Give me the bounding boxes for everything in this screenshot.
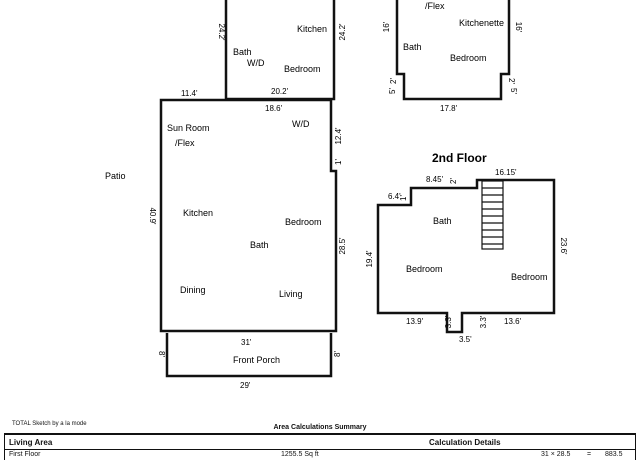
room-kitchenette: Kitchenette xyxy=(459,18,504,28)
dim-2f-top-small2: 1' xyxy=(399,195,408,201)
dim-main-right-step: 1' xyxy=(334,159,343,165)
room-front-porch: Front Porch xyxy=(233,355,280,365)
room-wd-main: W/D xyxy=(292,119,310,129)
second-floor-heading: 2nd Floor xyxy=(432,151,487,165)
room-bath-main: Bath xyxy=(250,240,269,250)
room-kitchen-ul: Kitchen xyxy=(297,24,327,34)
room-sun-room: Sun Room xyxy=(167,123,210,133)
unit-upper-right: /Flex Kitchenette Bath Bedroom 16' 16' 2… xyxy=(382,0,523,113)
room-bedroom-2f-right: Bedroom xyxy=(511,272,548,282)
room-bath-ur: Bath xyxy=(403,42,422,52)
dim-main-bottom: 31' xyxy=(241,338,252,347)
dim-ur-notch-right: 2' xyxy=(507,78,516,84)
dim-2f-top-small: 2' xyxy=(449,178,458,184)
dim-ur-left: 16' xyxy=(382,21,391,32)
room-bath-ul: Bath xyxy=(233,47,252,57)
room-patio: Patio xyxy=(105,171,126,181)
room-dining: Dining xyxy=(180,285,206,295)
dim-ur-notch-left-b: 5' xyxy=(388,88,397,94)
floor-plan-sketch: Kitchen Bath W/D Bedroom 24.2' 24.2' 20.… xyxy=(105,0,568,390)
row-result: 883.5 xyxy=(605,451,623,458)
room-flex-ur: /Flex xyxy=(425,1,445,11)
room-flex-main: /Flex xyxy=(175,138,195,148)
living-area-header: Living Area xyxy=(9,438,53,447)
summary-title: Area Calculations Summary xyxy=(273,424,367,431)
dim-main-right-upper: 12.4' xyxy=(334,127,343,145)
dim-ul-bottom: 20.2' xyxy=(271,87,289,96)
sketch-credit: TOTAL Sketch by a la mode xyxy=(12,421,87,427)
dim-ur-bottom: 17.8' xyxy=(440,104,458,113)
unit-upper-left: Kitchen Bath W/D Bedroom 24.2' 24.2' 20.… xyxy=(217,0,347,101)
dim-main-top: 18.6' xyxy=(265,104,283,113)
front-porch: Front Porch 8' 8' 29' xyxy=(157,333,342,390)
dim-ur-notch-right-b: 5' xyxy=(509,88,518,94)
dim-2f-right: 23.6' xyxy=(559,237,568,255)
room-living: Living xyxy=(279,289,303,299)
dim-2f-notch-bottom: 3.5' xyxy=(459,335,472,344)
room-bedroom-main: Bedroom xyxy=(285,217,322,227)
room-bedroom-ur: Bedroom xyxy=(450,53,487,63)
dim-main-left: 40.9' xyxy=(148,207,157,225)
room-wd-ul: W/D xyxy=(247,58,265,68)
calc-details-header: Calculation Details xyxy=(429,438,501,447)
dim-2f-bottom-right: 13.6' xyxy=(504,317,522,326)
table-divider xyxy=(5,449,635,450)
area-summary: TOTAL Sketch by a la mode Area Calculati… xyxy=(0,418,640,460)
row-floor-area: 1255.5 Sq ft xyxy=(281,451,319,458)
room-kitchen-main: Kitchen xyxy=(183,208,213,218)
dim-ur-notch-left: 2' xyxy=(389,78,398,84)
dim-ul-left: 24.2' xyxy=(217,23,226,41)
row-floor-name: First Floor xyxy=(9,451,41,458)
dim-2f-top-mid: 8.45' xyxy=(426,175,444,184)
row-equals: = xyxy=(587,451,592,458)
stairs xyxy=(481,180,504,250)
dim-porch-right: 8' xyxy=(333,351,342,357)
dim-main-right: 28.5' xyxy=(338,237,347,255)
dim-ul-right: 24.2' xyxy=(338,23,347,41)
unit-main: Sun Room /Flex W/D Patio Kitchen Bedroom… xyxy=(105,89,347,347)
dim-2f-notch-left: 3.3' xyxy=(444,315,453,328)
second-floor: 2nd Floor Bath Bedroom Bedroom 6.4' 2' 8… xyxy=(365,151,568,344)
dim-2f-notch-right: 3.3' xyxy=(479,315,488,328)
room-bath-2f: Bath xyxy=(433,216,452,226)
dim-2f-bottom-left: 13.9' xyxy=(406,317,424,326)
dim-main-top-left: 11.4' xyxy=(181,89,198,98)
room-bedroom-ul: Bedroom xyxy=(284,64,321,74)
dim-2f-top-right: 16.15' xyxy=(495,168,517,177)
dim-ur-right: 16' xyxy=(514,22,523,33)
dim-porch-left: 8' xyxy=(157,351,166,357)
room-bedroom-2f-left: Bedroom xyxy=(406,264,443,274)
row-calc: 31 × 28.5 xyxy=(541,451,571,458)
dim-2f-left: 19.4' xyxy=(365,250,374,268)
area-table: Living Area Calculation Details First Fl… xyxy=(4,433,636,460)
dim-porch-bottom: 29' xyxy=(240,381,251,390)
dim-2f-top-left: 6.4' xyxy=(388,192,401,201)
